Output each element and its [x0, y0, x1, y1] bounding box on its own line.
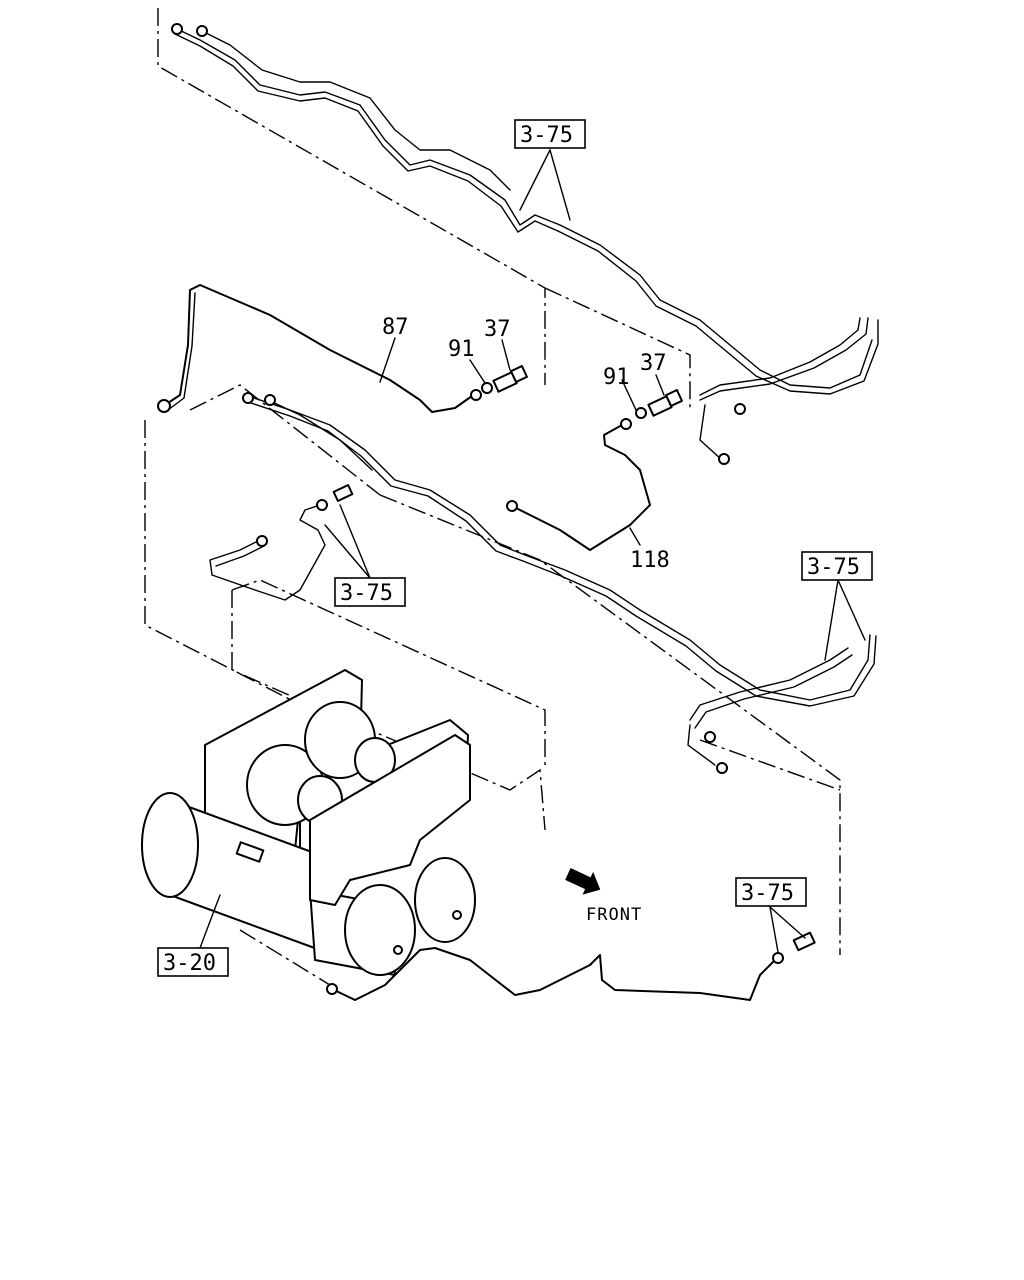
ref-label-mid-right: 3-75: [807, 555, 860, 580]
ref-box-mid-left: 3-75: [334, 577, 406, 607]
ref-label-top: 3-75: [520, 123, 573, 148]
upper-pipe-assembly: [171, 23, 879, 465]
label-part-118: 118: [630, 548, 670, 573]
middle-pipe-assembly: [242, 392, 877, 774]
label-part-87: 87: [382, 315, 409, 340]
label-part-91-left: 91: [448, 337, 475, 362]
ref-box-tank: 3-20: [157, 947, 229, 977]
fitting-37-left: [481, 365, 528, 394]
ref-box-top: 3-75: [514, 119, 586, 149]
bottom-pipe: [326, 931, 816, 1001]
pipe-87: [157, 284, 482, 413]
ref-label-bottom-right: 3-75: [741, 881, 794, 906]
front-indicator: FRONT: [565, 868, 642, 925]
ref-box-mid-right: 3-75: [801, 551, 873, 581]
left-small-pipe: [209, 484, 354, 601]
air-tank-assembly: [141, 669, 476, 976]
label-part-91-right: 91: [603, 365, 630, 390]
front-label: FRONT: [586, 905, 642, 925]
fitting-37-right: [635, 389, 683, 419]
ref-box-bottom-right: 3-75: [735, 877, 807, 907]
ref-label-tank: 3-20: [163, 951, 216, 976]
label-part-37-right: 37: [640, 351, 667, 376]
ref-label-mid-left: 3-75: [340, 581, 393, 606]
front-arrow-icon: [565, 868, 601, 895]
label-part-37-left: 37: [484, 317, 511, 342]
frame-rail: [231, 579, 546, 831]
leader-lines: [199, 149, 866, 953]
pipe-118: [506, 418, 651, 551]
phantom-lines: [144, 8, 841, 986]
